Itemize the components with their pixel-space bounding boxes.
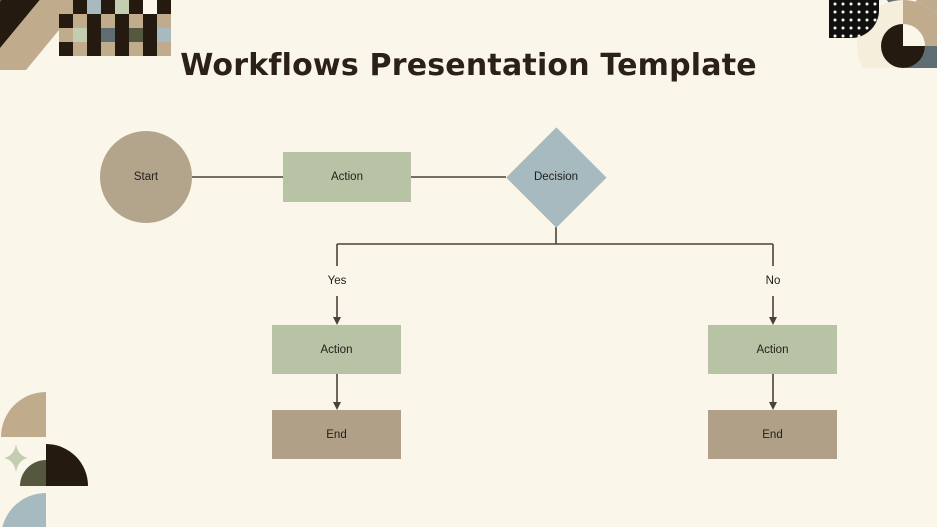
flow-node-start[interactable]: Start <box>100 131 192 223</box>
flow-node-action-no-label: Action <box>756 343 789 356</box>
branch-label-yes: Yes <box>327 275 347 287</box>
flow-node-action-1-label: Action <box>331 171 363 183</box>
flow-node-action-no[interactable]: Action <box>708 325 837 374</box>
flow-node-action-yes-label: Action <box>320 343 353 356</box>
arrowheads <box>333 317 777 410</box>
flow-node-action-1[interactable]: Action <box>283 152 411 202</box>
flow-node-end-no[interactable]: End <box>708 410 837 459</box>
flow-node-end-yes-label: End <box>326 428 347 441</box>
diamond-shape <box>506 127 606 227</box>
flow-node-end-yes[interactable]: End <box>272 410 401 459</box>
flow-node-start-label: Start <box>133 171 159 183</box>
page-title: Workflows Presentation Template <box>180 48 757 83</box>
branch-label-no: No <box>765 275 781 287</box>
flow-node-end-no-label: End <box>762 428 783 441</box>
flow-node-action-yes[interactable]: Action <box>272 325 401 374</box>
flow-node-decision[interactable]: Decision <box>506 127 606 227</box>
